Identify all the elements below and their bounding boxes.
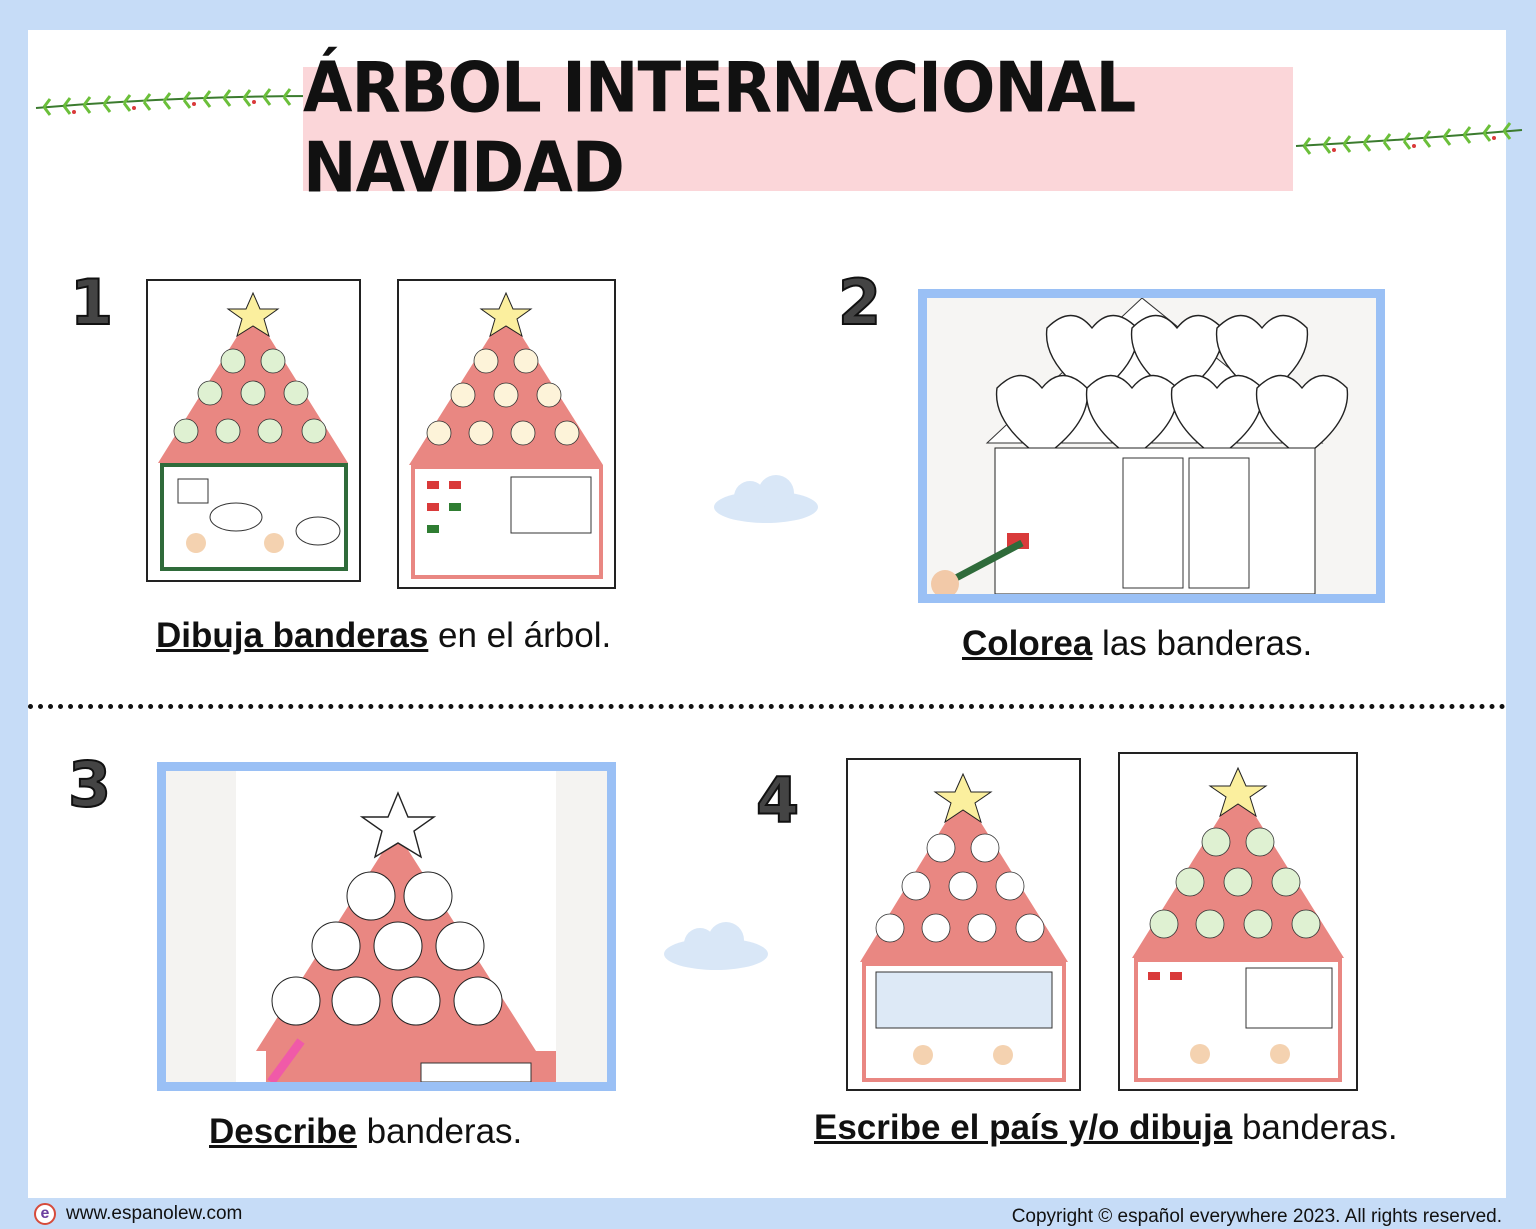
- christmas-tree-worksheet-icon: [1132, 766, 1344, 1082]
- garland-right-decoration: [1295, 122, 1523, 155]
- worksheet-preview-1a: [146, 279, 361, 582]
- brand-logo-icon: e: [34, 1203, 56, 1225]
- photo-describe-flags: [157, 762, 616, 1091]
- step-caption-3: Describe banderas.: [209, 1112, 522, 1152]
- photo-coloring-flags: [918, 289, 1385, 603]
- step-caption-2: Colorea las banderas.: [962, 624, 1312, 664]
- step-caption-1: Dibuja banderas en el árbol.: [156, 616, 611, 656]
- worksheet-preview-1b: [397, 279, 616, 589]
- christmas-tree-worksheet-icon: [158, 291, 348, 571]
- step-number-4: 4: [755, 763, 800, 838]
- garland-left-decoration: [35, 88, 323, 116]
- christmas-tree-worksheet-icon: [409, 291, 603, 579]
- footer-copyright: Copyright © español everywhere 2023. All…: [1011, 1206, 1502, 1227]
- worksheet-preview-4b: [1118, 752, 1358, 1091]
- step-number-3: 3: [67, 747, 112, 822]
- step-number-1: 1: [69, 265, 114, 340]
- christmas-tree-worksheet-icon: [860, 772, 1068, 1082]
- step-caption-4: Escribe el país y/o dibuja banderas.: [814, 1108, 1398, 1148]
- page-title: ÁRBOL INTERNACIONAL NAVIDAD: [303, 49, 1136, 209]
- step-caption-text: banderas.: [1232, 1108, 1398, 1147]
- step-caption-bold: Describe: [209, 1112, 357, 1151]
- worksheet-photo-icon: [166, 771, 607, 1082]
- section-divider: [28, 704, 1506, 709]
- cloud-decoration: [664, 922, 768, 970]
- worksheet-preview-4a: [846, 758, 1081, 1091]
- step-caption-bold: Colorea: [962, 624, 1093, 663]
- step-caption-bold: Escribe el país y/o dibuja: [814, 1108, 1233, 1147]
- step-caption-text: banderas.: [356, 1112, 523, 1151]
- cloud-decoration: [714, 475, 818, 523]
- step-caption-bold: Dibuja banderas: [156, 616, 429, 655]
- step-caption-text: las banderas.: [1092, 624, 1313, 663]
- footer-website-link[interactable]: www.espanolew.com: [66, 1203, 243, 1224]
- worksheet-photo-icon: [927, 298, 1376, 594]
- title-banner: ÁRBOL INTERNACIONAL NAVIDAD: [303, 49, 1293, 209]
- step-number-2: 2: [837, 265, 882, 340]
- step-caption-text: en el árbol.: [428, 616, 612, 655]
